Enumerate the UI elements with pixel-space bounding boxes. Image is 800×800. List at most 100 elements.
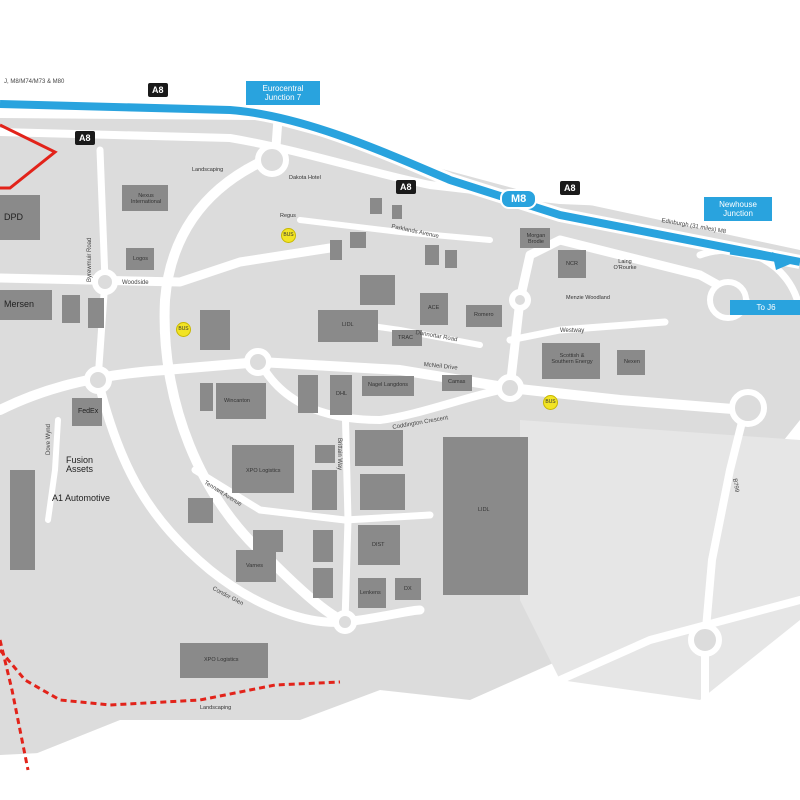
building-fedex xyxy=(72,398,102,426)
building-cluster-5 xyxy=(425,245,439,265)
building-hall-8 xyxy=(200,383,213,411)
boundary-dashed-1 xyxy=(0,639,30,771)
label-dx: DX xyxy=(404,586,412,592)
m8-direction-arrow-icon xyxy=(772,252,795,270)
building-lidl-small xyxy=(318,310,378,342)
roundabout-far-east xyxy=(729,389,767,427)
label-nagel: Nagel Langdons xyxy=(368,382,409,388)
label-westway: Westway xyxy=(560,328,585,334)
bus-stop-icon: BUS xyxy=(281,228,296,243)
boundary-solid xyxy=(0,123,58,190)
building-xpo-1 xyxy=(232,445,294,493)
building-dpd xyxy=(0,195,40,240)
label-regus: Regus xyxy=(280,213,296,219)
label-nexus: Nexus International xyxy=(130,193,162,205)
label-dove-wynd: Dove Wynd xyxy=(46,424,52,455)
building-hall-4 xyxy=(313,530,333,562)
building-nexen xyxy=(617,350,645,375)
building-hq xyxy=(360,275,395,305)
building-nexus xyxy=(122,185,168,211)
road-bottom xyxy=(0,700,800,765)
building-ace xyxy=(420,293,448,325)
building-south-1 xyxy=(355,430,403,466)
roundabout-junction7 xyxy=(255,143,289,177)
roundabout-se xyxy=(688,623,722,657)
m8-arrow-shaft xyxy=(729,251,781,263)
label-wincanton: Wincanton xyxy=(224,398,250,404)
label-logos: Logos xyxy=(133,256,148,262)
road-woodside xyxy=(0,243,335,287)
building-nagel xyxy=(362,376,414,396)
road-parklands xyxy=(297,217,493,243)
shield-a8-4: A8 xyxy=(560,181,580,195)
road-south-loop xyxy=(93,375,425,627)
road-main-loop xyxy=(159,155,350,627)
road-brittain xyxy=(341,396,352,626)
bus-stop-icon: BUS xyxy=(176,322,191,337)
building-south-2 xyxy=(360,474,405,510)
label-fedex: FedEx xyxy=(78,408,99,415)
building-dhl xyxy=(330,375,352,415)
label-camas: Camas xyxy=(448,379,466,385)
road-coddington xyxy=(256,358,514,424)
road-westway xyxy=(506,318,669,344)
label-trac: TRAC xyxy=(398,335,413,341)
label-laing: Laing O'Rourke xyxy=(613,259,637,271)
label-byresmuir: Byrewmuir Road xyxy=(87,237,93,282)
label-ace: ACE xyxy=(428,305,440,311)
building-dist xyxy=(358,525,400,565)
building-lenkens xyxy=(358,578,386,608)
building-varnes xyxy=(236,550,276,582)
building-hall-1 xyxy=(200,310,230,350)
label-xpo-2: XPO Logistics xyxy=(204,657,239,663)
roundabout-west xyxy=(84,366,112,394)
building-romero xyxy=(466,305,502,327)
sign-eurocentral: Eurocentral Junction 7 xyxy=(246,81,320,106)
building-cluster-4 xyxy=(350,232,366,248)
label-a1: A1 Automotive xyxy=(52,493,111,503)
building-cluster-3 xyxy=(330,240,342,260)
roundabout-mcneil xyxy=(244,348,272,376)
building-scottish xyxy=(542,343,600,379)
building-ncr xyxy=(558,250,586,278)
sign-newhouse: Newhouse Junction xyxy=(704,197,772,222)
label-varnes: Varnes xyxy=(246,563,264,569)
label-woodside: Woodside xyxy=(122,280,149,286)
road-se xyxy=(556,596,800,684)
label-morgan: Morgan Brodie xyxy=(526,233,546,245)
shield-a8-1: A8 xyxy=(148,83,168,97)
label-dist: DIST xyxy=(372,542,385,548)
building-trac xyxy=(392,330,422,346)
label-fusion: Fusion Assets xyxy=(66,455,94,474)
building-hall-2 xyxy=(298,375,318,413)
building-hall-3 xyxy=(312,470,337,510)
shield-m8: M8 xyxy=(500,189,538,209)
building-hall-5 xyxy=(313,568,333,598)
roundabout-east xyxy=(496,374,524,402)
label-mersen: Mersen xyxy=(4,299,35,309)
label-lidl-big: LIDL xyxy=(478,507,490,513)
label-menzies-wood: Menzie Woodland xyxy=(566,295,610,301)
roundabout-south xyxy=(333,610,357,634)
bus-stop-icon: BUS xyxy=(543,395,558,410)
building-cluster-1 xyxy=(370,198,382,214)
building-hall-7 xyxy=(315,445,335,463)
label-dhl: DHL xyxy=(336,391,348,397)
label-top-left-route: J, M8/M74/M73 & M80 xyxy=(4,79,65,85)
label-dakota: Dakota Hotel xyxy=(289,175,321,181)
road-a8-lower xyxy=(0,128,800,214)
building-hall-9 xyxy=(188,498,213,523)
building-hall-6 xyxy=(253,530,283,552)
sign-to-j6: To J6 xyxy=(730,300,800,316)
label-romero: Romero xyxy=(474,312,494,318)
roundabout-east-link xyxy=(509,289,531,311)
building-cluster-6 xyxy=(445,250,457,268)
building-morgan xyxy=(520,228,550,248)
building-west-strip xyxy=(10,470,35,570)
building-camas xyxy=(442,375,472,391)
building-small-2 xyxy=(88,298,104,328)
shield-a8-2: A8 xyxy=(75,131,95,145)
building-cluster-2 xyxy=(392,205,402,219)
building-wincanton xyxy=(216,383,266,419)
